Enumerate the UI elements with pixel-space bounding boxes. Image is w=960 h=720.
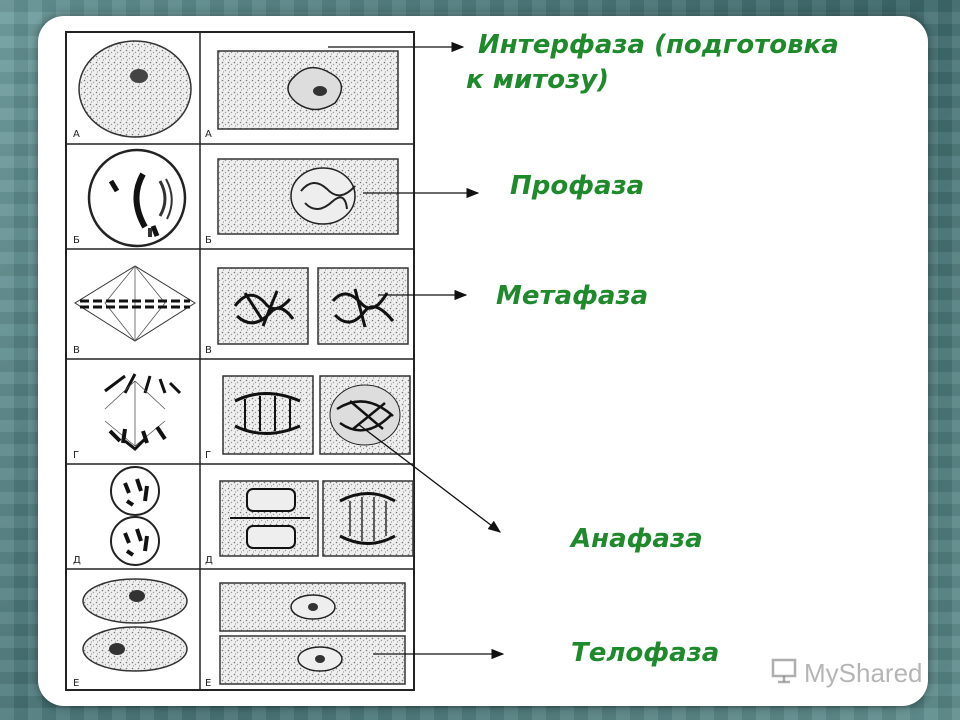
prophase-label: Профаза xyxy=(510,171,645,201)
mitosis-stages-table: А А Б Б В В Г Г Д Д Е Е xyxy=(65,31,415,691)
mitosis-drawings: А А Б Б В В Г Г Д Д Е Е xyxy=(65,31,415,691)
metaphase-cell-micrograph xyxy=(217,267,409,345)
metaphase-cell-schematic xyxy=(74,265,196,342)
telophase-early-cell-schematic xyxy=(110,466,160,566)
row-letter-a-left: А xyxy=(73,129,80,140)
anaphase-cell-schematic xyxy=(104,373,182,452)
row-letter-v-right: В xyxy=(205,345,212,356)
metaphase-label: Метафаза xyxy=(496,281,649,311)
row-letter-a-right: А xyxy=(205,129,212,140)
row-letter-e-left: Е xyxy=(73,678,79,689)
slide-canvas: А А Б Б В В Г Г Д Д Е Е Ин xyxy=(38,16,928,706)
anaphase-cell-micrograph xyxy=(222,375,411,455)
interphase-label-line2: к митозу) xyxy=(466,65,610,95)
interphase-cell-micrograph xyxy=(217,50,399,130)
telophase-cell-micrograph xyxy=(219,582,406,685)
watermark-text: MyShared xyxy=(804,657,923,688)
row-letter-v-left: В xyxy=(73,345,80,356)
telophase-cell-schematic xyxy=(82,578,188,672)
prophase-cell-micrograph xyxy=(217,158,399,235)
interphase-label-line1: Интерфаза (подготовка xyxy=(478,30,839,60)
row-letter-d-left: Д xyxy=(73,555,81,566)
anaphase-arrow xyxy=(357,423,502,533)
interphase-cell-schematic xyxy=(78,40,192,138)
table-border xyxy=(65,31,415,691)
row-letter-b-left: Б xyxy=(73,235,80,246)
watermark: MyShared xyxy=(770,655,930,691)
telophase-early-cell-micrograph xyxy=(219,480,414,557)
prophase-cell-schematic xyxy=(87,148,187,248)
presentation-board-icon xyxy=(770,656,798,691)
row-letter-d-right: Д xyxy=(205,555,213,566)
row-letter-g-right: Г xyxy=(205,450,211,461)
telophase-label: Телофаза xyxy=(571,638,720,668)
row-letter-e-right: Е xyxy=(205,678,211,689)
row-letter-b-right: Б xyxy=(205,235,212,246)
anaphase-label: Анафаза xyxy=(571,524,703,554)
pointer-arrows xyxy=(328,41,505,660)
row-letter-g-left: Г xyxy=(73,450,79,461)
